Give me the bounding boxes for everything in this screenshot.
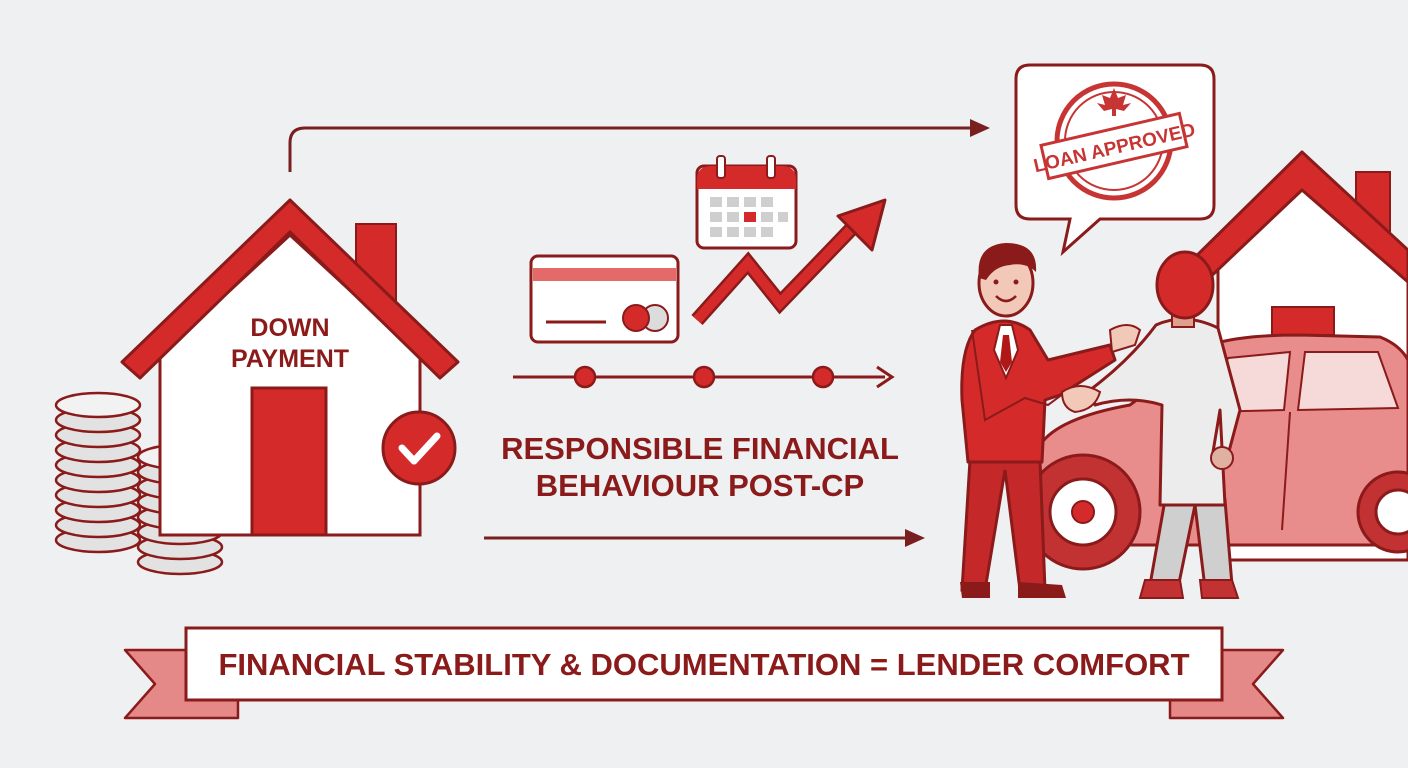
house-icon (120, 198, 460, 537)
behaviour-label: RESPONSIBLE FINANCIAL BEHAVIOUR POST-CP (470, 430, 930, 504)
checkmark-icon (381, 410, 457, 486)
top-connector-arrow (288, 119, 990, 172)
down-payment-line2: PAYMENT (230, 345, 350, 373)
banner-text: FINANCIAL STABILITY & DOCUMENTATION = LE… (218, 647, 1190, 682)
house-door (250, 386, 328, 537)
calendar-icon (695, 155, 798, 250)
conclusion-banner (123, 626, 1285, 720)
down-payment-label: DOWN PAYMENT (190, 313, 390, 375)
credit-card-icon (529, 254, 680, 344)
bottom-connector-arrow (484, 529, 925, 547)
behaviour-line1: RESPONSIBLE FINANCIAL (501, 431, 899, 466)
timeline-icon (513, 365, 895, 389)
maple-leaf-icon (1097, 88, 1131, 116)
handshake-icon (960, 243, 1242, 599)
car-wheel (1024, 453, 1142, 571)
trend-arrow-icon (691, 198, 887, 326)
behaviour-line2: BEHAVIOUR POST-CP (535, 468, 865, 503)
down-payment-line1: DOWN (250, 314, 330, 342)
person-banker (960, 243, 1142, 598)
coin-stack-left (54, 391, 142, 554)
person-client (1088, 250, 1242, 599)
car-wheel (1356, 470, 1408, 554)
